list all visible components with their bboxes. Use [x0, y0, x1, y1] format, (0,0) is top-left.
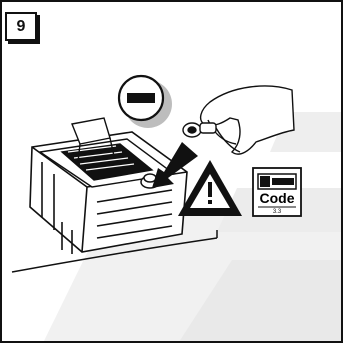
code-sublabel: 3.3 [273, 209, 282, 215]
warning-triangle-icon [178, 160, 242, 216]
code-label: Code [260, 190, 295, 206]
hand-icon [183, 86, 294, 154]
minus-terminal-icon [119, 76, 172, 128]
code-sign-icon: Code 3.3 [253, 168, 301, 216]
